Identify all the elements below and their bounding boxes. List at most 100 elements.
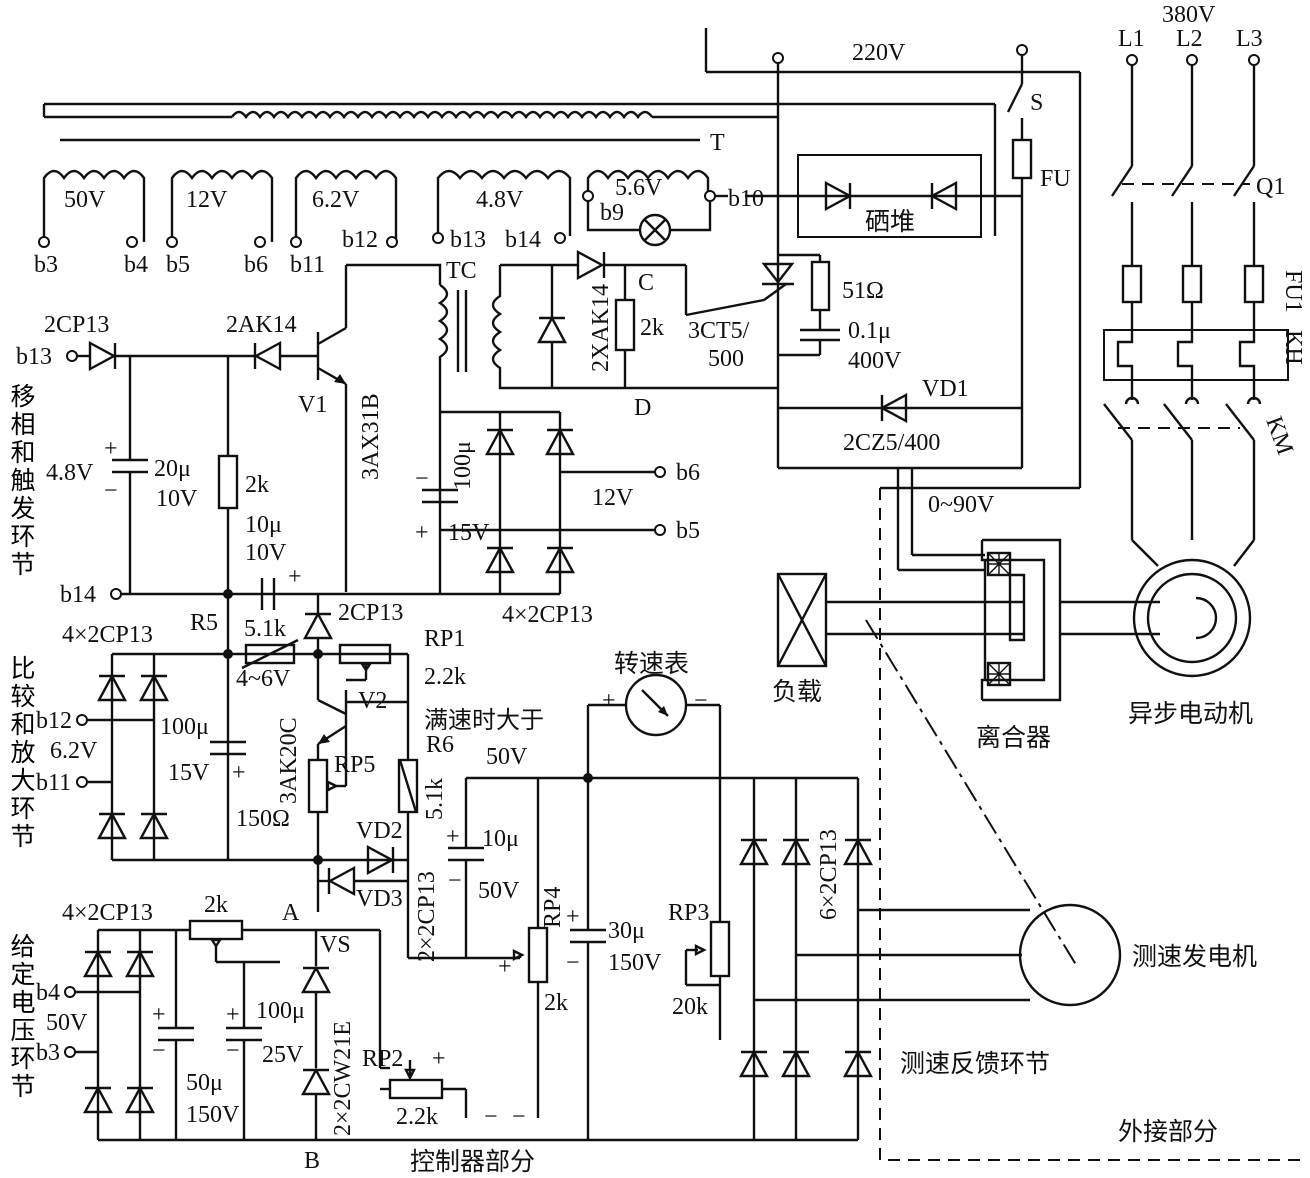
clutch: 离合器: [826, 538, 1160, 752]
c10-plus: +: [288, 564, 302, 590]
c50-minus: −: [152, 1038, 166, 1064]
ac-220v-supply: 220V S FU: [704, 28, 1082, 490]
section-setpoint-vertical: 给定电压环节: [10, 934, 36, 1101]
terminal-b3: b3: [34, 252, 58, 278]
c100b-label: 100μ: [160, 714, 209, 740]
terminal-b11b: b11: [36, 770, 71, 796]
winding-50v: 50V b3 b4: [34, 169, 148, 278]
bridge-12v-label: 4×2CP13: [502, 602, 593, 628]
c10b-label: 10μ: [482, 826, 519, 852]
winding-5v6-label: 5.6V: [615, 175, 663, 201]
c20-label: 20μ: [154, 456, 191, 482]
winding-6v2: 6.2V b11 b12: [290, 169, 398, 278]
c100b-plus: +: [232, 760, 246, 786]
vd3-label: VD3: [356, 886, 403, 912]
c50-label: 50μ: [186, 1070, 223, 1096]
contactor-km: KM: [1260, 413, 1298, 458]
clutch-label: 离合器: [976, 724, 1051, 752]
c10b-minus: −: [448, 868, 462, 894]
c100b-v-label: 15V: [168, 760, 210, 786]
trigger-input: b13 2CP13 2AK14 V1 3AX31B + − 4.8V 20μ 1…: [16, 265, 560, 860]
d-2ak14-label: 2AK14: [226, 312, 297, 338]
terminal-b6: b6: [244, 252, 268, 278]
gate-r: 2k: [640, 315, 664, 341]
scr-type: 3CT5/: [688, 318, 750, 344]
v62-label: 6.2V: [50, 738, 98, 764]
terminal-b9: b9: [600, 200, 624, 226]
scr-section: 51Ω 0.1μ 400V 3CT5/ 500 VD1 2CZ5/400 0~9…: [688, 253, 1022, 572]
tacho-label: 测速发电机: [1132, 943, 1257, 971]
v12-label: 12V: [592, 485, 634, 511]
winding-4v8: 4.8V b13 b14: [432, 169, 572, 253]
terminal-b6: b6: [676, 460, 700, 486]
transformer-primary: T: [42, 102, 997, 236]
tacho-generator: 测速发电机: [865, 619, 1257, 1007]
r2k-label: 2k: [245, 472, 269, 498]
c100c-minus: −: [226, 1038, 240, 1064]
r5-label: R5: [190, 610, 218, 636]
point-c: C: [638, 270, 654, 296]
winding-12v-label: 12V: [186, 187, 228, 213]
rp2-minus-a: −: [484, 1104, 498, 1130]
c100-minus: −: [415, 466, 429, 492]
rp3-label: RP3: [668, 900, 709, 926]
note-full-v: 50V: [486, 744, 528, 770]
section-feedback: 测速反馈环节: [900, 1050, 1050, 1078]
c10b-v-label: 50V: [478, 878, 520, 904]
phase-l3: L3: [1236, 26, 1263, 52]
rp2-plus: +: [432, 1046, 446, 1072]
vs-label: VS: [320, 932, 351, 958]
r6-val: 5.1k: [422, 778, 448, 820]
motor-label: 异步电动机: [1128, 700, 1253, 728]
c10b-plus: +: [446, 824, 460, 850]
vs-type: 2×2CW21E: [330, 1021, 356, 1136]
selenium-stack-label: 硒堆: [865, 208, 915, 236]
voltage-220v: 220V: [852, 40, 906, 66]
switch-s-label: S: [1030, 90, 1043, 116]
c100-label: 100μ: [450, 441, 476, 490]
bridge-fb-label: 6×2CP13: [816, 829, 842, 920]
terminal-b12b: b12: [36, 708, 72, 734]
v1-type: 3AX31B: [358, 393, 384, 480]
gate-diode: 2XAK14: [588, 284, 614, 372]
terminal-b4: b4: [124, 252, 148, 278]
v48-label: 4.8V: [46, 460, 94, 486]
async-motor: 异步电动机: [1128, 558, 1253, 728]
c20-minus: −: [104, 478, 118, 504]
c100-v-label: 15V: [448, 520, 490, 546]
c100c-label: 100μ: [256, 998, 305, 1024]
v50-label: 50V: [46, 1010, 88, 1036]
terminal-b11: b11: [290, 252, 325, 278]
snubber-c: 0.1μ: [848, 318, 891, 344]
v2-type: 3AK20C: [276, 717, 302, 804]
section-compare-vertical: 比较和放大环节: [10, 656, 36, 851]
c20-v-label: 10V: [156, 486, 198, 512]
bridge-feedback: 6×2CP13: [538, 778, 1030, 1142]
rp4-val: 2k: [544, 990, 568, 1016]
three-phase-supply: 380V L1 L2 L3 Q1 FU1 KH: [1103, 2, 1306, 567]
breaker-q1: Q1: [1256, 174, 1285, 200]
section-phase-shift-vertical: 移相和触发环节: [10, 384, 36, 579]
terminal-b5: b5: [676, 518, 700, 544]
terminal-b13-top: b13: [450, 227, 486, 253]
load-label: 负载: [772, 678, 822, 706]
d-2cp13b-label: 2CP13: [338, 600, 403, 626]
point-d: D: [634, 395, 651, 421]
c30-minus: −: [566, 950, 580, 976]
tc-label: TC: [446, 258, 477, 284]
v1-label: V1: [298, 392, 327, 418]
winding-50v-label: 50V: [64, 187, 106, 213]
point-b: B: [304, 1148, 320, 1174]
terminal-b12: b12: [342, 227, 378, 253]
terminal-b14-top: b14: [505, 227, 541, 253]
rp2-label: RP2: [362, 1046, 403, 1072]
rp4-label: RP4: [540, 887, 566, 928]
output-voltage: 0~90V: [928, 492, 995, 518]
point-a: A: [282, 900, 300, 926]
terminal-b5: b5: [166, 252, 190, 278]
compare-amplify: b12 b11 6.2V 4×2CP13 R5 100μ 15V + 5.1k …: [36, 610, 544, 962]
external-boundary: [879, 488, 1305, 1161]
c100c-v-label: 25V: [262, 1042, 304, 1068]
bridge-12v: − + 100μ 15V b6 b5 12V 4×2CP13: [415, 410, 700, 628]
meter-plus: +: [602, 688, 616, 714]
